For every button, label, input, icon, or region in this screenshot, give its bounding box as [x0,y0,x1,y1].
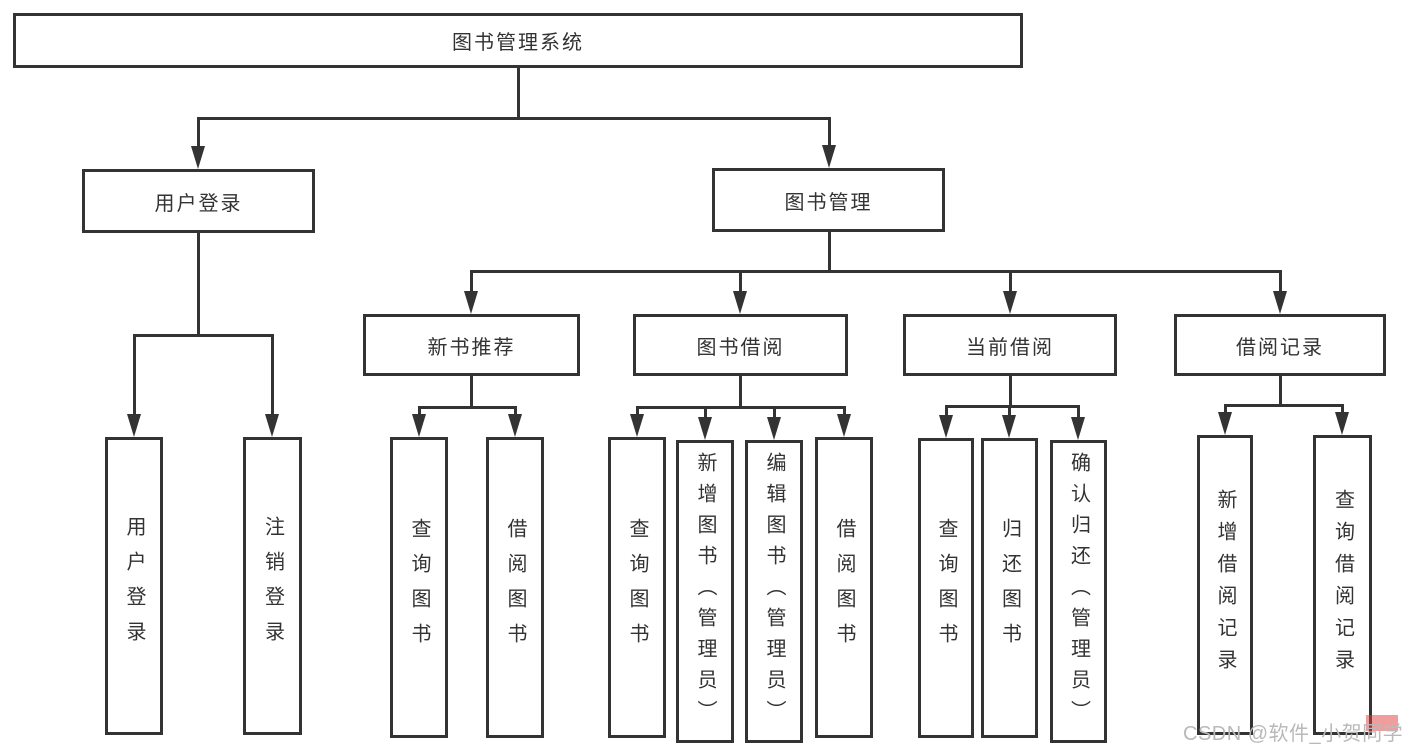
connector-stem [469,376,473,409]
node-borrow-records-label: 借阅记录 [1236,336,1324,359]
node-book-management: 图书管理 [712,168,945,232]
connector-stem [738,376,742,409]
connector-drop [270,335,274,429]
leaf-borrow-query-book-label: 查询图书 [626,517,648,658]
leaf-user-login: 用户登录 [105,437,163,735]
leaf-borrow-add-book-admin: 新增图书（管理员） [676,440,734,743]
arrow-down-icon [463,291,478,314]
connector-drop [1008,271,1012,306]
leaf-borrow-edit-book-admin: 编辑图书（管理员） [745,440,803,743]
connector-drop [469,271,473,306]
connector-bar [1223,403,1344,407]
leaf-borrow-borrow-book-label: 借阅图书 [833,517,855,658]
connector-drop [132,335,136,429]
connector-bar [417,405,517,409]
connector-bar [132,333,274,337]
node-book-borrow: 图书借阅 [633,314,848,376]
arrow-down-icon [938,415,953,438]
arrow-down-icon [697,417,712,440]
arrow-down-icon [126,414,141,437]
node-root-label: 图书管理系统 [452,32,584,54]
connector-stem [827,232,831,273]
arrow-down-icon [264,414,279,437]
leaf-recommend-query-book-label: 查询图书 [408,517,430,658]
leaf-records-add-record: 新增借阅记录 [1197,435,1253,735]
arrow-down-icon [190,146,205,169]
leaf-borrow-add-book-admin-label: 新增图书（管理员） [694,452,716,731]
leaf-current-return-book-label: 归还图书 [998,518,1021,658]
leaf-borrow-borrow-book: 借阅图书 [815,437,873,738]
leaf-borrow-query-book: 查询图书 [608,437,666,738]
arrow-down-icon [1217,412,1232,435]
node-new-book-recommend: 新书推荐 [363,314,580,376]
connector-stem [516,68,520,120]
node-book-management-label: 图书管理 [784,191,873,214]
leaf-current-return-book: 归还图书 [981,438,1038,738]
watermark-text: CSDN @软件_小贺同学 [1183,723,1404,745]
leaf-logout: 注销登录 [243,437,302,735]
connector-stem [196,233,200,337]
leaf-current-query-book-label: 查询图书 [935,518,957,658]
connector-bar [196,116,831,120]
arrow-down-icon [732,291,747,314]
connector-drop [1278,271,1282,306]
leaf-borrow-edit-book-admin-label: 编辑图书（管理员） [763,452,785,731]
leaf-records-query-record-label: 查询借阅记录 [1331,489,1354,681]
arrow-down-icon [1002,291,1017,314]
leaf-recommend-borrow-book-label: 借阅图书 [504,517,526,658]
connector-drop [738,271,742,306]
node-new-book-recommend-label: 新书推荐 [427,336,516,359]
node-current-borrow: 当前借阅 [903,314,1117,376]
arrow-down-icon [629,414,644,437]
leaf-current-confirm-return-admin: 确认归还（管理员） [1050,440,1107,743]
leaf-records-add-record-label: 新增借阅记录 [1214,489,1236,681]
arrow-down-icon [766,417,781,440]
leaf-logout-label: 注销登录 [261,516,284,656]
node-book-borrow-label: 图书借阅 [696,336,785,359]
arrow-down-icon [1001,415,1016,438]
node-current-borrow-label: 当前借阅 [966,336,1054,359]
leaf-current-query-book: 查询图书 [918,438,974,738]
leaf-recommend-query-book: 查询图书 [390,437,448,738]
arrow-down-icon [411,414,426,437]
arrow-down-icon [1334,412,1349,435]
arrow-down-icon [507,414,522,437]
node-borrow-records: 借阅记录 [1174,314,1386,376]
connector-drop [827,118,831,160]
node-user-login: 用户登录 [82,169,315,233]
connector-stem [1008,376,1012,408]
leaf-user-login-label: 用户登录 [123,516,145,656]
arrow-down-icon [836,414,851,437]
leaf-records-query-record: 查询借阅记录 [1313,435,1372,735]
node-root: 图书管理系统 [13,13,1023,68]
connector-bar [635,405,846,409]
connector-drop [196,118,200,161]
leaf-current-confirm-return-admin-label: 确认归还（管理员） [1067,452,1090,731]
watermark-accent-mark [1366,715,1398,731]
connector-bar [469,269,1282,273]
arrow-down-icon [1070,417,1085,440]
arrow-down-icon [821,145,836,168]
node-user-login-label: 用户登录 [154,192,243,215]
connector-bar [944,404,1080,408]
connector-stem [1278,376,1282,407]
leaf-recommend-borrow-book: 借阅图书 [486,437,544,738]
arrow-down-icon [1272,291,1287,314]
